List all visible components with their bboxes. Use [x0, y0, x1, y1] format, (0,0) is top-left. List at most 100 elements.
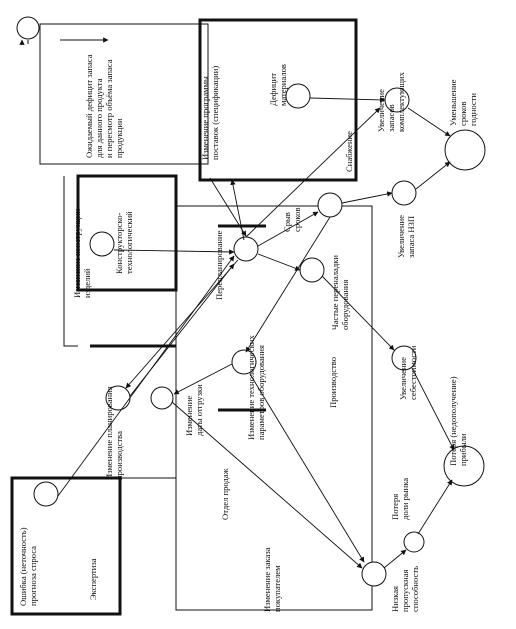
frame-production [175, 205, 373, 611]
label-forecast-error: Ошибка (неточность) прогноза спроса [18, 527, 38, 606]
arrow-ship-throughput [171, 401, 363, 569]
arrow-production-throughput [249, 373, 365, 563]
arrow-repl-supply [230, 179, 245, 241]
arrow-components-shelf [407, 107, 451, 137]
label-customer-order: Изменение заказа покупателем [262, 547, 282, 612]
svg-text:комплектующих: комплектующих [396, 71, 406, 132]
node-shelf-life [444, 129, 486, 171]
svg-text:параметров оборудования: параметров оборудования [256, 345, 266, 440]
label-supply: Снабжение [344, 131, 354, 172]
svg-text:изделий: изделий [82, 268, 92, 298]
svg-text:Срыв: Срыв [282, 212, 292, 232]
node-replanning [233, 236, 259, 262]
arrow-changeovers-cost [321, 275, 395, 351]
label-stock-components: Увеличение запасов комплектующих [376, 71, 406, 132]
svg-text:Частые переналадки: Частые переналадки [330, 255, 340, 330]
node-profit-loss [443, 445, 485, 487]
svg-text:Производство: Производство [328, 357, 338, 408]
arrow-throughput-market [383, 549, 407, 569]
node-legend [16, 16, 40, 40]
label-design-dept: Конструкторско- технологический [114, 211, 134, 274]
svg-text:продукции: продукции [114, 118, 124, 158]
node-reserve [391, 180, 417, 206]
node-crash-terms [317, 192, 343, 218]
label-cost: Увеличение себестоимости [398, 345, 418, 400]
svg-text:Увеличение: Увеличение [396, 215, 406, 258]
label-throughput: Низкая пропускная способность [390, 566, 420, 612]
svg-text:Ожидаемый дефицит запаса: Ожидаемый дефицит запаса [84, 54, 94, 158]
label-change-prod-plan: Изменение программы поставок (спецификац… [200, 66, 220, 160]
svg-text:доли рынка: доли рынка [400, 478, 410, 520]
svg-text:Изменение конструкции: Изменение конструкции [72, 209, 82, 298]
node-cost [391, 345, 417, 371]
arrow-prod-ship [173, 363, 233, 395]
svg-text:Изменение программы: Изменение программы [200, 76, 210, 160]
frame-left-bracket [63, 176, 78, 347]
svg-text:Ошибка (неточность): Ошибка (неточность) [18, 527, 28, 606]
svg-text:Изменение заказа: Изменение заказа [262, 547, 272, 612]
svg-text:технологический: технологический [124, 211, 134, 274]
arrow-repl-components [245, 107, 381, 238]
svg-text:Снабжение: Снабжение [344, 131, 354, 172]
svg-text:Конструкторско-: Конструкторско- [114, 212, 124, 274]
arrow-cost-profit [411, 367, 455, 451]
arrow-eq-repl [129, 263, 235, 397]
frame-supply [198, 18, 358, 182]
arrow-supply-repl [209, 177, 247, 237]
svg-text:даты отгрузки: даты отгрузки [194, 384, 204, 436]
svg-text:прогноза спроса: прогноза спроса [28, 546, 38, 606]
svg-text:для данного продукта: для данного продукта [94, 78, 104, 158]
arrow-reserve-shelf [415, 161, 451, 190]
node-forecast [33, 481, 59, 507]
label-reserve: Увеличение запаса НЗП [396, 215, 416, 258]
label-out-of-stock: Ожидаемый дефицит запаса для данного про… [84, 54, 124, 158]
node-material-shortage [285, 83, 311, 109]
label-production: Производство [328, 357, 338, 408]
arrow-repl-changeovers [257, 253, 301, 271]
svg-text:Изменение: Изменение [184, 396, 194, 436]
label-design-changes: Изменение конструкции изделий [72, 209, 92, 298]
svg-text:Изменение технологических: Изменение технологических [246, 335, 256, 440]
svg-text:поставок (спецификации): поставок (спецификации) [210, 66, 220, 160]
node-design [89, 231, 115, 257]
node-production [231, 349, 257, 375]
node-changeovers [299, 257, 325, 283]
arrow-design-repl [113, 249, 235, 255]
svg-text:покупателем: покупателем [272, 565, 282, 612]
label-material-shortage: Дефицит материалов [268, 64, 288, 106]
svg-text:себестоимости: себестоимости [408, 345, 418, 400]
node-market-loss [403, 531, 425, 553]
label-market-loss: Потеря доли рынка [390, 478, 410, 520]
svg-text:Уменьшение: Уменьшение [448, 79, 458, 126]
label-expert-eval: Экспертиза [88, 558, 98, 600]
label-replanning: Перепланирование [214, 230, 224, 300]
arrow-repl-terms [257, 211, 319, 247]
arrow-terms-reserve [341, 191, 393, 204]
label-incorrect-forecast: Изменение планирования производства [104, 386, 124, 480]
svg-text:Потеря: Потеря [390, 494, 400, 520]
label-profit-loss: Потеря (недополучение) прибыли [448, 376, 468, 466]
node-throughput [361, 561, 387, 587]
svg-text:материалов: материалов [278, 64, 288, 106]
label-changeovers: Частые переналадки оборудования [330, 255, 350, 330]
label-equipment-changes: Изменение технологических параметров обо… [246, 335, 266, 440]
svg-text:способность: способность [410, 566, 420, 612]
frame-top-left [39, 23, 209, 165]
label-crash-terms: Срыв сроков [282, 207, 302, 232]
svg-text:Перепланирование: Перепланирование [214, 230, 224, 300]
svg-text:запаса НЗП: запаса НЗП [406, 216, 416, 258]
svg-text:Потеря (недополучение): Потеря (недополучение) [448, 376, 458, 466]
svg-text:Увеличение: Увеличение [398, 357, 408, 400]
arrow-market-profit [417, 479, 453, 535]
svg-text:сроков: сроков [458, 101, 468, 126]
svg-text:Отдел продаж: Отдел продаж [220, 468, 230, 520]
svg-text:производства: производства [114, 431, 124, 480]
svg-text:прибыли: прибыли [458, 433, 468, 466]
label-sales-dept: Отдел продаж [220, 468, 230, 520]
svg-text:Дефицит: Дефицит [268, 73, 278, 106]
svg-text:годности: годности [468, 93, 478, 126]
svg-text:оборудования: оборудования [340, 279, 350, 330]
arrow-repl-eq [125, 259, 239, 389]
